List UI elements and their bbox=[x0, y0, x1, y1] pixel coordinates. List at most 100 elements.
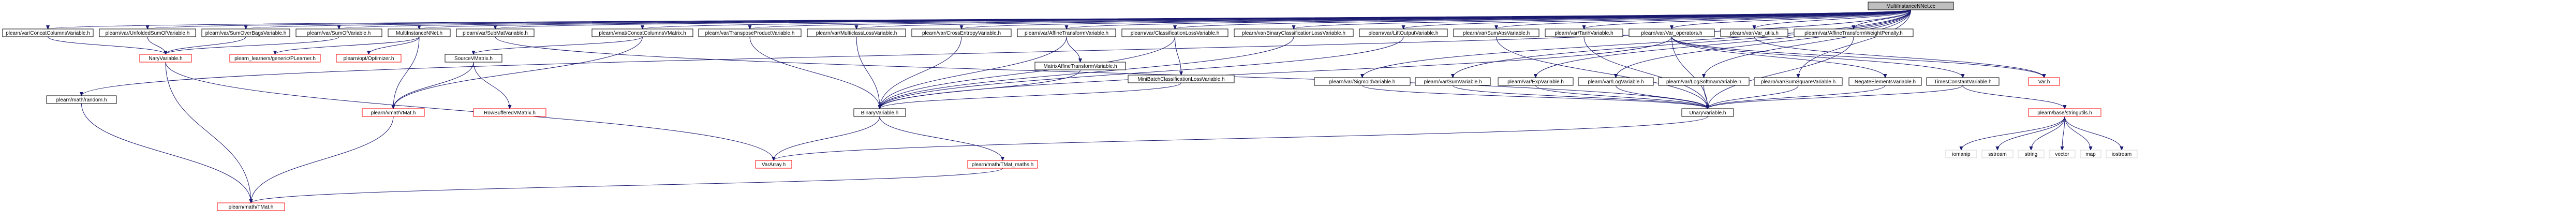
node-plearn-math-tmat-h[interactable]: plearn/math/TMat.h bbox=[217, 202, 285, 211]
node-naryvariable-h[interactable]: NaryVariable.h bbox=[139, 54, 192, 63]
node-iostream: iostream bbox=[2106, 150, 2138, 158]
node-plearn-var-sumoverbagsvariable-h[interactable]: plearn/var/SumOverBagsVariable.h bbox=[201, 28, 290, 37]
edge-sumsquare-to-unaryvar bbox=[1708, 85, 1799, 109]
edge-naryvar-to-vararray bbox=[165, 62, 774, 160]
edge-root-to-varops bbox=[1672, 9, 1911, 29]
edge-stringutils-to-vector bbox=[2062, 116, 2065, 150]
node-box bbox=[2049, 150, 2076, 158]
node-label: TimesConstantVariable.h bbox=[1934, 79, 1991, 85]
node-label: plearn/var/BinaryClassificationLossVaria… bbox=[1242, 31, 1345, 36]
edge-sum-to-unaryvar bbox=[1453, 85, 1708, 109]
node-plearn-var-logsoftmaxvariable-h[interactable]: plearn/var/LogSoftmaxVariable.h bbox=[1658, 77, 1750, 86]
node-plearn-var-crossentropyvariable-h[interactable]: plearn/var/CrossEntropyVariable.h bbox=[911, 28, 1012, 37]
node-plearn-var-expvariable-h[interactable]: plearn/var/ExpVariable.h bbox=[1498, 77, 1574, 86]
node-label: plearn/opt/Optimizer.h bbox=[344, 56, 394, 62]
node-negateelementsvariable-h[interactable]: NegateElementsVariable.h bbox=[1848, 77, 1922, 86]
node-box bbox=[698, 28, 802, 37]
edge-sourcevm-to-rowbuffered bbox=[473, 62, 510, 109]
node-var-h[interactable]: Var.h bbox=[2028, 77, 2060, 86]
node-label: plearn/var/CrossEntropyVariable.h bbox=[922, 31, 1001, 36]
node-plearn-vmat-vmat-h[interactable]: plearn/vmat/VMat.h bbox=[362, 108, 425, 117]
node-matrixaffinetransformvariable-h[interactable]: MatrixAffineTransformVariable.h bbox=[1034, 62, 1126, 70]
node-plearn-var-logvariable-h[interactable]: plearn/var/LogVariable.h bbox=[1578, 77, 1654, 86]
node-unaryvariable-h[interactable]: UnaryVariable.h bbox=[1681, 108, 1734, 117]
node-plearn-var-classificationlossvariable-h[interactable]: plearn/var/ClassificationLossVariable.h bbox=[1121, 28, 1228, 37]
node-plearn-base-stringutils-h[interactable]: plearn/base/stringutils.h bbox=[2028, 108, 2101, 117]
node-sourcevmatrix-h[interactable]: SourceVMatrix.h bbox=[445, 54, 502, 63]
edge-concatcolsvm-to-vmat bbox=[393, 36, 643, 109]
node-box bbox=[755, 160, 792, 169]
node-label: plearn/var/AffineTransformVariable.h bbox=[1025, 31, 1108, 36]
node-label: plearn/var/Var_operators.h bbox=[1641, 31, 1702, 36]
node-label: UnaryVariable.h bbox=[1690, 110, 1726, 116]
edge-liftoutput-to-binaryvar bbox=[880, 36, 1404, 109]
node-label: NegateElementsVariable.h bbox=[1855, 79, 1916, 85]
node-binaryvariable-h[interactable]: BinaryVariable.h bbox=[853, 108, 906, 117]
node-box bbox=[473, 108, 546, 117]
node-label: iomanip bbox=[1952, 152, 1970, 157]
node-box bbox=[1628, 28, 1715, 37]
node-box bbox=[911, 28, 1012, 37]
node-plearn-var-affinetransformvariable-h[interactable]: plearn/var/AffineTransformVariable.h bbox=[1017, 28, 1116, 37]
edge-sumabs-to-unaryvar bbox=[1496, 36, 1708, 109]
node-plearn-opt-optimizer-h[interactable]: plearn/opt/Optimizer.h bbox=[336, 54, 402, 63]
node-plearn-var-binaryclassificationlossvariable-h[interactable]: plearn/var/BinaryClassificationLossVaria… bbox=[1234, 28, 1354, 37]
node-vararray-h[interactable]: VarArray.h bbox=[755, 160, 792, 169]
node-plearn-var-tanhvariable-h[interactable]: plearn/var/TanhVariable.h bbox=[1545, 28, 1623, 37]
node-box bbox=[1034, 62, 1126, 70]
node-plearn-var-concatcolumnsvariable-h[interactable]: plearn/var/ConcatColumnsVariable.h bbox=[2, 28, 94, 37]
node-box bbox=[99, 28, 196, 37]
node-plearn-vmat-concatcolumnsvmatrix-h[interactable]: plearn/vmat/ConcatColumnsVMatrix.h bbox=[591, 28, 693, 37]
edge-binaryvar-to-vararray bbox=[774, 116, 880, 160]
node-timesconstantvariable-h[interactable]: TimesConstantVariable.h bbox=[1926, 77, 2000, 86]
node-plearn-var-sumsquarevariable-h[interactable]: plearn/var/SumSquareVariable.h bbox=[1754, 77, 1843, 86]
node-plearn-var-transposeproductvariable-h[interactable]: plearn/var/TransposeProductVariable.h bbox=[698, 28, 802, 37]
node-box bbox=[1658, 77, 1750, 86]
node-label: plearn/var/SumOverBagsVariable.h bbox=[205, 31, 287, 36]
edge-transposeprod-to-binaryvar bbox=[749, 36, 880, 109]
node-label: plearn/var/TanhVariable.h bbox=[1555, 31, 1613, 36]
node-box bbox=[1415, 77, 1491, 86]
node-layer: MultiInstanceNNet.cc plearn/var/ConcatCol… bbox=[2, 2, 2138, 211]
node-plearn-math-tmat-maths-h[interactable]: plearn/math/TMat_maths.h bbox=[967, 160, 1038, 169]
edge-root-to-tanh bbox=[1584, 9, 1911, 29]
node-plearn-var-liftoutputvariable-h[interactable]: plearn/var/LiftOutputVariable.h bbox=[1359, 28, 1448, 37]
node-label: plearn/var/LiftOutputVariable.h bbox=[1369, 31, 1439, 36]
edge-root-to-log bbox=[1616, 9, 1911, 78]
edge-exp-to-unaryvar bbox=[1535, 85, 1708, 109]
edge-varops-to-timesconst bbox=[1671, 36, 1963, 78]
node-label: plearn/var/SumSquareVariable.h bbox=[1761, 79, 1835, 85]
edge-varops-to-binaryvar bbox=[880, 36, 1672, 109]
node-plearn-var-multiclasslossvariable-h[interactable]: plearn/var/MulticlassLossVariable.h bbox=[807, 28, 906, 37]
node-plearn-var-sigmoidvariable-h[interactable]: plearn/var/SigmoidVariable.h bbox=[1314, 77, 1411, 86]
node-plearn-var-sumvariable-h[interactable]: plearn/var/SumVariable.h bbox=[1415, 77, 1491, 86]
node-plearn-var-sumofvariable-h[interactable]: plearn/var/SumOfVariable.h bbox=[295, 28, 382, 37]
node-plearn-var-unfoldedsumofvariable-h[interactable]: plearn/var/UnfoldedSumOfVariable.h bbox=[99, 28, 196, 37]
node-minibatchclassificationlossvariable-h[interactable]: MiniBatchClassificationLossVariable.h bbox=[1128, 75, 1235, 83]
node-rowbufferedvmatrix-h[interactable]: RowBufferedVMatrix.h bbox=[473, 108, 546, 117]
node-multiinstancennet-h[interactable]: MultiInstanceNNet.h bbox=[388, 28, 451, 37]
edge-root-to-random bbox=[82, 9, 1911, 96]
node-plearn-learners-generic-plearner-h[interactable]: plearn_learners/generic/PLearner.h bbox=[229, 54, 321, 63]
edge-vmat-to-tmat bbox=[251, 116, 394, 203]
edge-minst_h-to-vmat bbox=[393, 36, 420, 109]
node-multiinstancennet-cc[interactable]: MultiInstanceNNet.cc bbox=[1868, 2, 1954, 10]
node-plearn-var-affinetransformweightpenalty-h[interactable]: plearn/var/AffineTransformWeightPenalty.… bbox=[1794, 28, 1914, 37]
node-label: plearn/base/stringutils.h bbox=[2037, 110, 2092, 116]
node-plearn-var-sumabsvariable-h[interactable]: plearn/var/SumAbsVariable.h bbox=[1453, 28, 1539, 37]
node-label: MiniBatchClassificationLossVariable.h bbox=[1137, 77, 1224, 82]
edge-root-to-sigmoid bbox=[1363, 9, 1911, 78]
node-string: string bbox=[2018, 150, 2045, 158]
node-plearn-var-var-operators-h[interactable]: plearn/var/Var_operators.h bbox=[1628, 28, 1715, 37]
node-plearn-var-var-utils-h[interactable]: plearn/var/Var_utils.h bbox=[1720, 28, 1788, 37]
edge-log-to-unaryvar bbox=[1616, 85, 1708, 109]
edge-negate-to-unaryvar bbox=[1708, 85, 1886, 109]
edge-sigmoid-to-unaryvar bbox=[1362, 85, 1708, 109]
node-label: plearn/var/SumAbsVariable.h bbox=[1463, 31, 1530, 36]
node-plearn-var-submatvariable-h[interactable]: plearn/var/SubMatVariable.h bbox=[456, 28, 535, 37]
edge-random-to-tmat bbox=[81, 103, 251, 203]
edge-root-to-concatcolsvm bbox=[643, 9, 1911, 29]
node-label: plearn/var/SumOfVariable.h bbox=[307, 31, 371, 36]
node-plearn-math-random-h[interactable]: plearn/math/random.h bbox=[46, 95, 117, 104]
